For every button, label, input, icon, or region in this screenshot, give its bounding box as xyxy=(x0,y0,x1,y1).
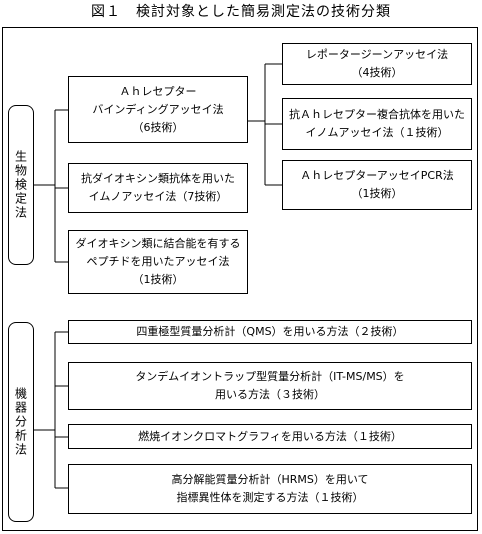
inst-method-it-ms: タンデムイオントラップ型質量分析計（IT-MS/MS）を 用いる方法（３技術） xyxy=(68,362,472,410)
figure-title: 図１ 検討対象とした簡易測定法の技術分類 xyxy=(91,4,391,20)
ah-sub-pcr: ＡｈレセプターアッセイPCR法 （1技術） xyxy=(282,160,472,210)
diagram-frame xyxy=(2,27,478,531)
ah-sub-complex-antibody: 抗Ａｈレセプター複合抗体を用いた イノムアッセイ法（１技術） xyxy=(282,98,472,150)
group-bio-label: 生物検定法 xyxy=(8,105,34,265)
inst-method-qms: 四重極型質量分析計（QMS）を用いる方法（２技術） xyxy=(68,320,472,344)
ah-sub-reporter-gene: レポータージーンアッセイ法 （4技術） xyxy=(282,43,472,85)
bio-method-immunoassay: 抗ダイオキシン類抗体を用いた イムノアッセイ法（7技術） xyxy=(68,163,248,213)
bio-method-peptide: ダイオキシン類に結合能を有する ペプチドを用いたアッセイ法 （1技術） xyxy=(68,230,248,294)
group-instrument-label: 機器分析法 xyxy=(8,322,34,522)
inst-method-hrms: 高分解能質量分析計（HRMS）を用いて 指標異性体を測定する方法（１技術） xyxy=(68,464,472,514)
group-bio-text: 生物検定法 xyxy=(13,150,28,220)
group-instrument-text: 機器分析法 xyxy=(13,387,28,457)
inst-method-combustion-ic: 燃焼イオンクロマトグラフィを用いる方法（１技術） xyxy=(68,424,472,449)
bio-method-ah-binding: Ａｈレセプター バインディングアッセイ法 （6技術） xyxy=(68,76,248,143)
